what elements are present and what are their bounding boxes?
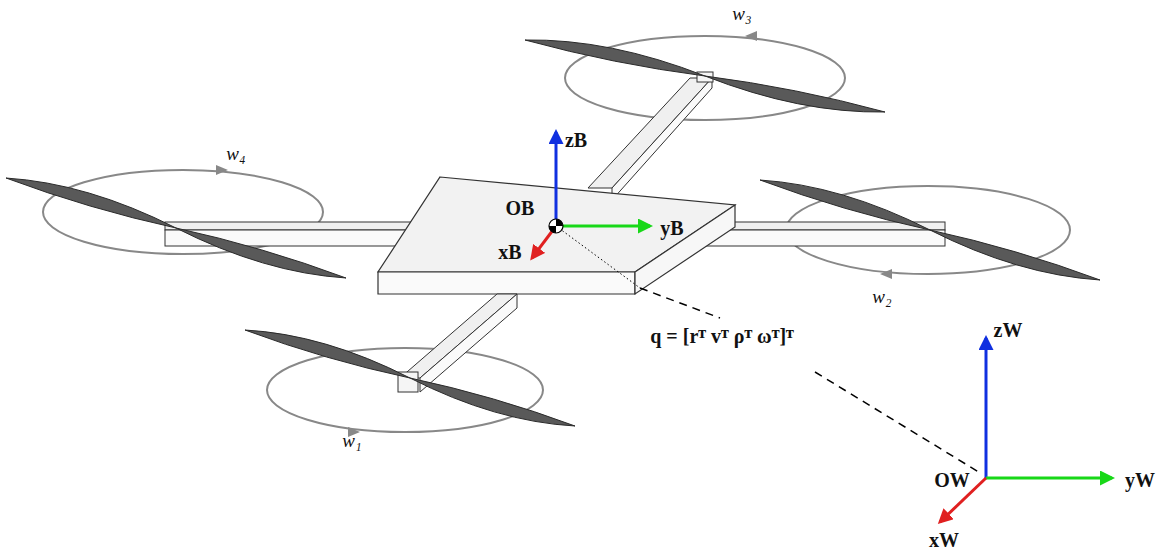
propeller-blade xyxy=(705,76,885,112)
axis-label: zW xyxy=(992,319,1025,341)
state-vector: q = [rᵀ vᵀ ρᵀ ωᵀ]ᵀ xyxy=(648,325,796,347)
axis-label: yW xyxy=(1123,469,1157,491)
rear-rotor xyxy=(525,31,885,200)
right-rotor xyxy=(670,186,1070,279)
propeller-blade xyxy=(176,228,346,278)
world-frame xyxy=(940,338,1112,522)
front-rotor xyxy=(245,294,575,437)
propeller-blade xyxy=(930,230,1100,280)
propeller-blade xyxy=(6,178,176,228)
propeller-blade xyxy=(525,40,705,76)
state-leader xyxy=(556,226,982,474)
rotor-speed: w₄ xyxy=(224,143,247,164)
propeller-blade xyxy=(245,330,410,378)
origin-label: OW xyxy=(932,469,972,491)
body-frame xyxy=(532,132,650,258)
axis-label: zB xyxy=(563,129,589,151)
origin-label: OB xyxy=(504,197,537,219)
rotor-speed: w₂ xyxy=(870,286,893,307)
rotor-speed: w₁ xyxy=(340,430,363,451)
axis-label: xW xyxy=(927,529,961,551)
axis-label: yB xyxy=(658,217,685,239)
propeller-blade xyxy=(410,378,575,426)
propeller-blade xyxy=(760,180,930,230)
rotor-speed: w₃ xyxy=(730,3,753,24)
axis-label: xB xyxy=(496,241,523,263)
